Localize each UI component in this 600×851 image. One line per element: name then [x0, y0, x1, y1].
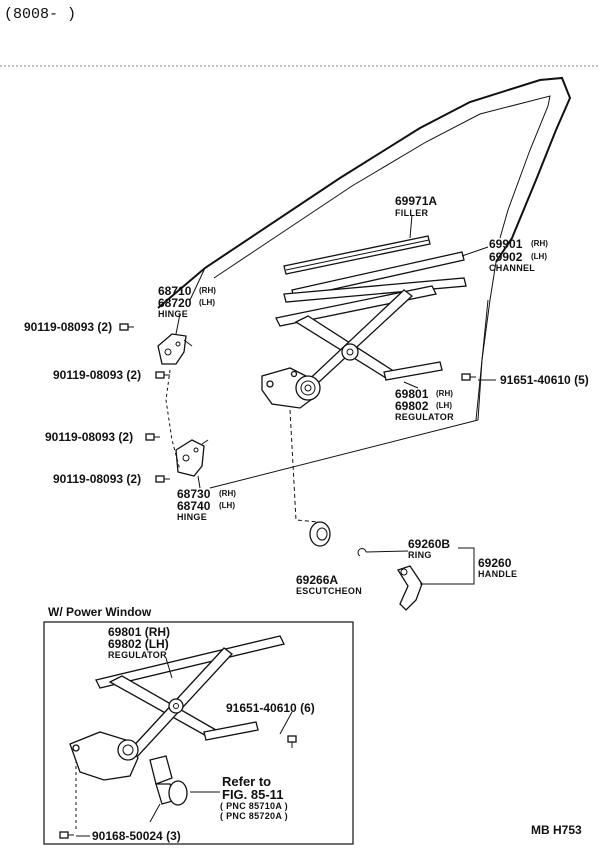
- upper-hinge-lh-suffix: (LH): [199, 298, 215, 307]
- glass-channel: [283, 251, 467, 303]
- channel-rh-part: 69901: [489, 237, 523, 251]
- filler-leader: [409, 214, 413, 239]
- refer-to-line2: FIG. 85-11: [222, 787, 283, 802]
- upper-hinge-rh-part: 68710: [158, 284, 192, 298]
- regulator-screw-icon: [461, 373, 476, 381]
- pnc-reference-1: ( PNC 85710A ): [220, 801, 288, 811]
- lower-hinge-rh-suffix: (RH): [219, 489, 236, 498]
- regulator-screw-label: 91651-40610 (5): [500, 373, 589, 387]
- pw-bolt-label: 90168-50024 (3): [92, 829, 181, 843]
- ring-leader: [365, 550, 409, 553]
- hinge-bolt-label-2: 90119-08093 (2): [53, 368, 141, 382]
- escutcheon-label: ESCUTCHEON: [296, 586, 362, 596]
- lower-hinge-lh-suffix: (LH): [219, 501, 235, 510]
- channel-label: CHANNEL: [489, 263, 535, 273]
- date-range-header: (8008- ): [4, 6, 76, 23]
- door-bottom-edge: [209, 419, 479, 489]
- regulator-rh-suffix: (RH): [436, 389, 453, 398]
- upper-hinge-label: HINGE: [158, 309, 188, 319]
- pw-screw-leader: [279, 711, 293, 735]
- ring-label: RING: [408, 550, 432, 560]
- lower-hinge-label: HINGE: [177, 512, 207, 522]
- pnc-reference-2: ( PNC 85720A ): [220, 811, 288, 821]
- upper-hinge-rh-suffix: (RH): [199, 286, 216, 295]
- regulator-lh-suffix: (LH): [436, 401, 452, 410]
- lower-hinge-lh-part: 68740: [177, 499, 211, 513]
- hinge-bolt-icon-4: [155, 475, 170, 483]
- regulator-leader: [403, 381, 419, 389]
- channel-lh-suffix: (LH): [531, 252, 547, 261]
- upper-hinge: [157, 333, 193, 365]
- catalog-code: MB H753: [531, 823, 582, 837]
- refer-to-line1: Refer to: [222, 774, 271, 789]
- hinge-bolt-icon-1: [119, 323, 134, 331]
- pw-regulator-leader: [165, 657, 173, 679]
- escutcheon-dashed-line: [289, 409, 319, 523]
- regulator-lh-part: 69802: [395, 399, 429, 413]
- pw-screw-label: 91651-40610 (6): [226, 701, 315, 715]
- escutcheon-part-number: 69266A: [296, 573, 338, 587]
- handle-bracket: [420, 547, 475, 585]
- lower-hinge-leader: [197, 475, 201, 489]
- hinge-bolt-label-3: 90119-08093 (2): [45, 430, 133, 444]
- channel-leader: [461, 246, 489, 257]
- channel-rh-suffix: (RH): [531, 239, 548, 248]
- hinge-bolt-icon-3: [145, 433, 160, 441]
- lower-hinge-rh-part: 68730: [177, 487, 211, 501]
- regulator-rh-part: 69801: [395, 387, 429, 401]
- power-window-box: [43, 621, 354, 845]
- pw-regulator-lh: 69802 (LH): [108, 637, 169, 651]
- ring-icon: [357, 548, 367, 557]
- door-frame: [157, 76, 572, 421]
- manual-regulator: [261, 285, 443, 409]
- filler-part-number: 69971A: [395, 194, 437, 208]
- channel-lh-part: 69902: [489, 250, 523, 264]
- power-window-title: W/ Power Window: [48, 605, 152, 619]
- upper-hinge-leader: [175, 313, 181, 335]
- pw-regulator-label: REGULATOR: [108, 650, 167, 660]
- filler-label: FILLER: [395, 208, 428, 218]
- hinge-bolt-icon-2: [155, 371, 170, 379]
- handle-part-number: 69260: [478, 556, 512, 570]
- handle-label: HANDLE: [478, 569, 517, 579]
- ring-part-number: 69260B: [408, 537, 450, 551]
- lower-hinge: [175, 439, 209, 477]
- handle-icon: [397, 565, 423, 611]
- escutcheon-icon: [309, 521, 331, 547]
- regulator-label: REGULATOR: [395, 412, 454, 422]
- upper-hinge-lh-part: 68720: [158, 296, 192, 310]
- pw-bolt-icon: [59, 831, 74, 839]
- power-regulator: [69, 635, 285, 823]
- hinge-bolt-label-4: 90119-08093 (2): [53, 472, 141, 486]
- hinge-axis-dashed: [165, 369, 181, 471]
- filler-strip: [283, 235, 431, 275]
- hinge-bolt-label-1: 90119-08093 (2): [24, 320, 112, 334]
- pw-regulator-rh: 69801 (RH): [108, 625, 170, 639]
- pw-screw-icon: [287, 735, 297, 748]
